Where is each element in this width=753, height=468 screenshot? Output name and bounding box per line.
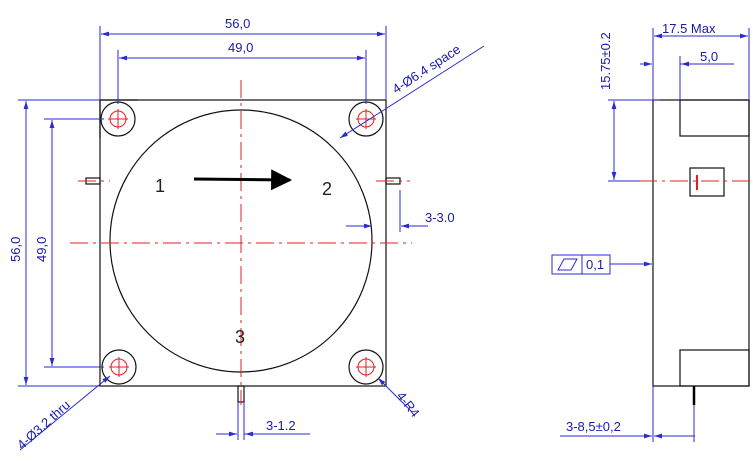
port-3-label: 3 <box>235 327 245 347</box>
port-1-label: 1 <box>155 176 165 196</box>
leader-thru-hole <box>19 375 111 451</box>
dim-width-holes: 49,0 <box>228 40 253 55</box>
port-2-label: 2 <box>322 179 332 199</box>
flatness-callout: 0,1 <box>551 254 652 275</box>
note-corner-radius: 4-R4 <box>394 389 423 420</box>
dim-height-holes: 49,0 <box>34 237 49 262</box>
note-mount-hole: 4-Ø6.4 space <box>389 41 463 96</box>
note-pin-width: 3-1.2 <box>266 418 296 433</box>
dim-height-overall: 56,0 <box>8 237 23 262</box>
mount-hole-br <box>348 349 384 385</box>
mount-hole-tl <box>99 99 138 138</box>
side-dimensions: 15.75±0.2 17.5 Max 5,0 0,1 3-8,5±0,2 <box>551 21 750 442</box>
flatness-value: 0,1 <box>586 257 604 272</box>
circulation-arrow <box>193 169 293 191</box>
dim-offset: 5,0 <box>700 49 718 64</box>
dim-width-max: 17.5 Max <box>662 21 716 36</box>
dim-pin-offset: 3-8,5±0,2 <box>566 419 621 434</box>
side-body <box>652 99 750 387</box>
note-thru-hole: 4-Ø3.2 thru <box>14 397 73 452</box>
side-pin-window <box>689 167 725 197</box>
front-view: 1 2 3 <box>70 80 412 405</box>
side-bottom-step <box>679 349 750 387</box>
side-top-step <box>679 99 750 137</box>
dim-width-overall: 56,0 <box>225 16 250 31</box>
front-dimensions: 56,0 49,0 56,0 49,0 4-Ø6.4 space 3-3.0 4… <box>8 16 485 452</box>
flatness-icon <box>557 258 578 271</box>
side-view <box>608 99 753 405</box>
note-pin-length: 3-3.0 <box>425 210 455 225</box>
dim-side-height: 15.75±0.2 <box>598 32 613 90</box>
mount-hole-tr <box>348 101 384 137</box>
leader-mount-hole <box>339 45 485 139</box>
leader-corner-radius <box>377 377 413 413</box>
